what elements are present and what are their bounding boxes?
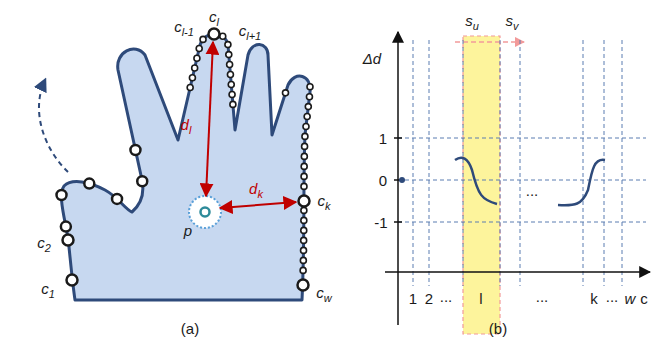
tick-label: 2: [425, 291, 433, 306]
center-label: p: [184, 223, 192, 238]
point-label: cl-1: [174, 19, 194, 34]
contour-point: [304, 114, 310, 120]
contour-point: [301, 227, 307, 233]
distance-arrow: [220, 202, 296, 208]
point-label: cl: [209, 9, 219, 24]
labeled-points: [63, 29, 310, 291]
distance-label: dl: [181, 117, 192, 132]
delta-curve: [558, 160, 605, 205]
point-label: cw: [316, 285, 331, 300]
contour-point: [301, 237, 307, 243]
contour-point: [63, 235, 74, 246]
tick-label: 0: [379, 173, 387, 188]
tick-label: k: [590, 291, 598, 306]
axis-title: Δd: [363, 51, 381, 66]
contour-point: [67, 275, 78, 286]
contour-point: [209, 29, 220, 40]
contour-point: [228, 81, 234, 87]
contour-point: [189, 75, 195, 81]
contour-point: [299, 196, 310, 207]
contour-point: [282, 90, 288, 96]
tick-label: 1: [409, 291, 417, 306]
contour-point: [301, 217, 307, 223]
y-axis: [397, 32, 399, 325]
contour-point: [301, 173, 307, 179]
hand-shape: [61, 34, 310, 300]
ellipsis: ...: [606, 289, 619, 304]
grid-lines: [398, 40, 646, 286]
contour-point: [303, 123, 309, 129]
contour-point: [112, 194, 122, 204]
contour-point: [300, 257, 306, 263]
contour-point: [301, 247, 307, 253]
window-label: su: [465, 13, 479, 28]
contour-point: [301, 207, 307, 213]
contour-point: [130, 145, 140, 155]
contour-point: [300, 267, 306, 273]
tick-label: -1: [374, 215, 387, 230]
panel-label: (a): [181, 321, 199, 336]
contour-point: [200, 36, 206, 42]
contour-point: [301, 153, 307, 159]
ellipsis: ...: [440, 289, 453, 304]
contour-point: [229, 91, 235, 97]
tick-label: l: [479, 291, 482, 306]
traversal-arrow: [39, 80, 68, 172]
contour-point: [137, 176, 147, 186]
contour-point: [305, 104, 311, 110]
tick-label: 1: [379, 131, 387, 146]
center-point: [201, 208, 210, 217]
contour-points: [57, 33, 313, 273]
axis-title: c: [640, 291, 648, 306]
contour-point: [61, 222, 71, 232]
distance-label: dk: [249, 181, 263, 196]
contour-point: [298, 280, 309, 291]
center-region: [189, 196, 221, 228]
contour-point: [57, 190, 67, 200]
panel-label: (b): [489, 321, 507, 336]
point-label: c1: [41, 281, 55, 296]
window-shift-arrow: [455, 41, 524, 43]
point-label: ck: [318, 193, 331, 208]
contour-point: [227, 72, 233, 78]
window-label: sv: [506, 13, 519, 28]
point-label: cl+1: [239, 23, 262, 38]
delta-curve: [455, 158, 497, 204]
contour-point: [301, 183, 307, 189]
contour-point: [227, 62, 233, 68]
distance-arrow: [206, 42, 213, 196]
contour-point: [192, 65, 198, 71]
window-band: [463, 36, 500, 334]
contour-point: [194, 55, 200, 61]
contour-point: [307, 84, 313, 90]
contour-point: [225, 42, 231, 48]
contour-point: [302, 143, 308, 149]
contour-point: [301, 163, 307, 169]
contour-point: [187, 84, 193, 90]
contour-point: [84, 179, 94, 189]
tick-label: w: [625, 291, 636, 306]
contour-point: [306, 94, 312, 100]
x-axis: [385, 271, 650, 273]
ellipsis: ...: [536, 289, 549, 304]
data-point: [399, 177, 405, 183]
ellipsis: ...: [526, 183, 539, 198]
point-label: c2: [37, 235, 51, 250]
contour-point: [230, 101, 236, 107]
contour-point: [302, 133, 308, 139]
contour-point: [196, 46, 202, 52]
contour-point: [226, 52, 232, 58]
